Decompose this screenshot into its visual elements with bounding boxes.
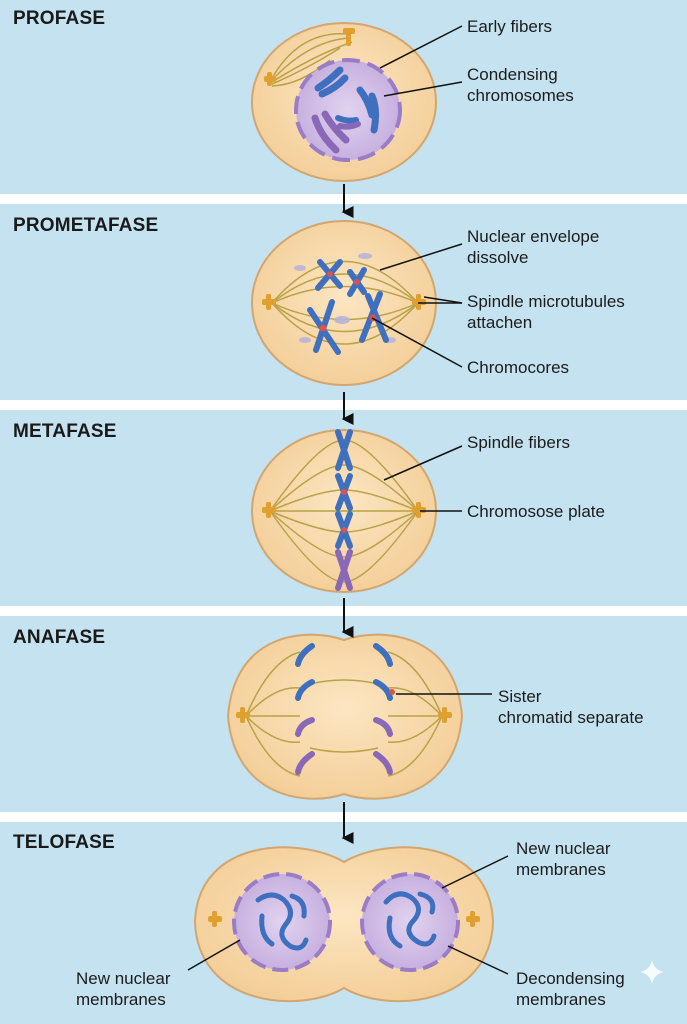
metaphase-cell <box>251 429 437 593</box>
prometaphase-cell <box>251 220 437 386</box>
anaphase-chromatids <box>295 643 393 775</box>
telophase-cell <box>193 846 495 1003</box>
label-early-fibers: Early fibers <box>467 17 553 36</box>
anaphase-fibers <box>245 651 443 777</box>
stage-title-anaphase: ANAFASE <box>13 627 106 648</box>
label-sister-chromatid: Sister chromatid separate <box>498 687 644 727</box>
label-nuclear-envelope: Nuclear envelope dissolve <box>467 227 600 267</box>
label-new-nuclear-membranes-right: New nuclear membranes <box>516 839 611 879</box>
sparkle-icon <box>640 960 664 984</box>
prophase-chromosomes <box>311 66 380 154</box>
label-spindle-fibers: Spindle fibers <box>467 433 571 452</box>
prophase-cell <box>251 22 437 182</box>
label-decondensing-membranes: Decondensing membranes <box>516 969 625 1009</box>
anaphase-cell <box>226 633 464 800</box>
label-spindle-microtubules: Spindle microtubules attachen <box>467 292 625 332</box>
label-chromocores: Chromocores <box>467 358 570 377</box>
label-new-nuclear-membranes-left: New nuclear membranes <box>76 969 171 1009</box>
leader-lines <box>187 25 509 975</box>
stage-title-prophase: PROFASE <box>13 8 106 29</box>
prometaphase-fibers <box>271 260 419 345</box>
centrosome-icon <box>264 28 355 86</box>
label-condensing-chromosomes: Condensing chromosomes <box>467 65 574 105</box>
stage-title-telophase: TELOFASE <box>13 832 115 853</box>
metaphase-fibers <box>269 439 419 583</box>
telophase-chromatin <box>255 891 437 951</box>
stage-title-metaphase: METAFASE <box>13 421 117 442</box>
stage-title-prometaphase: PROMETAFASE <box>13 215 159 236</box>
label-chromosose-plate: Chromosose plate <box>467 502 605 521</box>
